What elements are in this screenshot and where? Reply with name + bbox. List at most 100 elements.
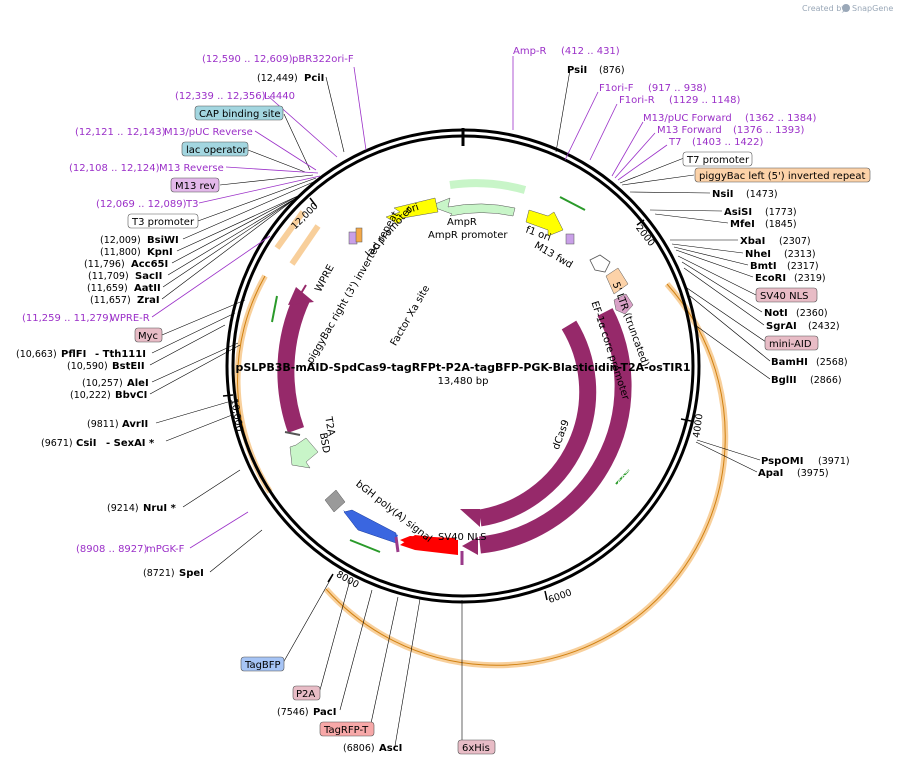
psii-name: PsiI [567, 65, 587, 76]
outer-orange-arc-right-line [325, 283, 726, 666]
m13puc-fwd-line [611, 121, 644, 177]
paci-line [339, 589, 373, 711]
tick-10000-mark [222, 394, 234, 397]
snapgene-brand: SnapGene [852, 4, 893, 13]
ostir1-arrowhead [288, 287, 314, 305]
mpgk-name: mPGK-F [146, 544, 185, 555]
pgk-box [324, 489, 346, 513]
f1orir-range: (1129 .. 1148) [669, 95, 741, 106]
green-arrow-right [615, 469, 630, 485]
sv40nls-box [755, 287, 818, 303]
pbleft-line [621, 174, 695, 186]
t2a-mark [284, 431, 301, 436]
m13puc-rev-name: M13/pUC Reverse [164, 127, 253, 138]
tick-8000-mark [327, 573, 334, 583]
t7-name: T7 [668, 137, 681, 148]
tick-12000-mark [309, 197, 317, 207]
sv40nls-label: SV40 NLS [438, 532, 487, 543]
aatii-pos: (11,659) [87, 283, 128, 294]
acc65i-line [171, 195, 299, 264]
t7-line [617, 144, 668, 181]
wpre-label: WPRE [313, 263, 336, 294]
sgrai-line [683, 267, 765, 326]
sv40box-line [677, 255, 757, 296]
acc65i-pos: (11,796) [84, 259, 125, 270]
tagrfp-line [369, 596, 399, 729]
bglii-line [694, 324, 771, 380]
m13puc-rev-range: (12,121 .. 12,143) [75, 127, 166, 138]
lacop-label: lac operator [186, 145, 247, 156]
leader-lines [149, 69, 771, 747]
bsd-arrow [289, 437, 319, 469]
cap-label: CAP binding site [199, 109, 281, 120]
bsiwi-name: BsiWI [147, 235, 179, 246]
kpni-pos: (11,800) [100, 247, 141, 258]
avrii-pos: (9811) [87, 419, 119, 430]
sacii-line [167, 197, 297, 276]
dcas9-arrowhead [460, 509, 480, 527]
t7prom-box [682, 151, 753, 167]
nsii-pos: (1473) [746, 189, 778, 200]
t3prom-label: T3 promoter [131, 217, 195, 228]
wpre-r-line [151, 235, 271, 318]
ampr-promoter-label: AmpR promoter [428, 230, 508, 241]
dcas9-dash [539, 463, 546, 473]
avrii-line [155, 401, 229, 424]
p2a-line [319, 579, 351, 691]
asisi-name: AsiSI [724, 207, 752, 218]
p2a-mark [394, 536, 400, 553]
nrui-pos: (9214) [107, 503, 139, 514]
pcil-name: PciI [304, 73, 324, 84]
kpni-name: KpnI [147, 247, 173, 258]
bamhi-line [689, 295, 771, 362]
pflfi-pos: (10,663) [16, 349, 57, 360]
alei-name: AleI [127, 378, 149, 389]
nhei-line [671, 243, 744, 254]
csii-name: CsiI [76, 438, 96, 449]
asisi-line [649, 209, 723, 212]
plasmid-length: 13,480 bp [438, 376, 489, 387]
spei-name: SpeI [179, 568, 204, 579]
green-arrow-bottom [349, 539, 381, 553]
cas9-arc [479, 308, 632, 554]
myc-box [134, 327, 163, 343]
spei-line [209, 529, 263, 573]
bsteii-line [149, 324, 226, 366]
outer-features [234, 196, 729, 669]
pbr322-name: pBR322ori-F [292, 54, 354, 65]
ostir1-label: OsTIR1 [297, 341, 311, 377]
pbleft-label: piggyBac left (5') inverted repeat [699, 171, 865, 182]
bmti-name: BmtI [750, 261, 777, 272]
tagbfp-box [240, 656, 285, 672]
kpni-line [176, 194, 301, 252]
p2a-label: P2A [296, 689, 315, 700]
acc65i-name: Acc65I [131, 259, 168, 270]
ampr-primer-range: (412 .. 431) [561, 46, 620, 57]
ampr-label: AmpR [447, 217, 477, 228]
sgrai-pos: (2432) [808, 321, 840, 332]
tagrfp-arrow [400, 535, 458, 555]
csii-line [165, 414, 233, 442]
ecori-name: EcoRI [755, 273, 786, 284]
outer-orange-arc-small2 [289, 224, 321, 266]
tagrfp-box [319, 721, 375, 737]
nrui-line [182, 469, 241, 508]
asci-pos: (6806) [343, 743, 375, 754]
f1orif-line [564, 91, 599, 161]
ampr-arrow [429, 197, 516, 217]
tagrfp-label: TagRFP-T [323, 725, 369, 736]
bmti-pos: (2317) [787, 261, 819, 272]
pspomi-line [696, 439, 761, 461]
ecori-pos: (2319) [794, 273, 826, 284]
bglii-name: BglII [771, 375, 797, 386]
bsiwi-pos: (12,009) [100, 235, 141, 246]
xbai-pos: (2307) [779, 236, 811, 247]
tagbfp-label: TagBFP [244, 660, 281, 671]
alei-pos: (10,257) [82, 378, 123, 389]
myc-label: Myc [138, 331, 158, 342]
tagbfp-arrow [343, 509, 397, 544]
mpgk-line [189, 511, 249, 549]
ampr-primer-name: Amp-R [513, 46, 547, 57]
bsteii-name: BstEII [112, 361, 145, 372]
